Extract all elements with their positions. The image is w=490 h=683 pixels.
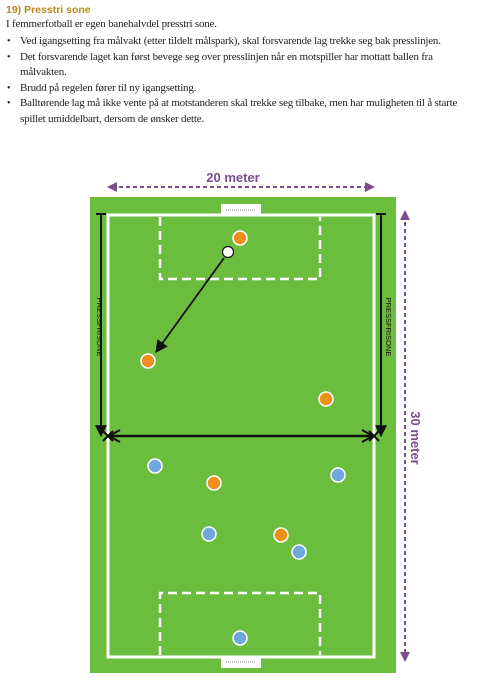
orange-player [232,230,248,246]
orange-player [206,475,222,491]
rule-item: Balltørende lag må ikke vente på at mots… [6,96,476,127]
zone-label-right: PRESSFRISONE [384,298,393,357]
orange-player [140,353,156,369]
ball [221,245,235,259]
top-penalty-area [158,217,322,281]
orange-player [318,391,334,407]
orange-player [273,527,289,543]
width-label: 20 meter [206,170,259,185]
rule-item: Ved igangsetting fra målvakt (etter tild… [6,34,476,50]
intro-text: I femmerfotball er egen banehalvdel pres… [6,18,217,30]
blue-player [232,630,248,646]
zone-label-left: PRESSFRISONE [95,298,104,357]
length-label: 30 meter [408,411,423,464]
rule-item: Det forsvarende laget kan først bevege s… [6,50,476,81]
blue-player [291,544,307,560]
pass-arrow [155,257,225,354]
blue-player [147,458,163,474]
bottom-penalty-area [158,591,322,655]
rule-list: Ved igangsetting fra målvakt (etter tild… [6,34,476,127]
press-line-left-x [102,430,114,442]
blue-player [330,467,346,483]
press-line-right-x [368,430,380,442]
rule-item: Brudd på regelen fører til ny igangsetti… [6,81,476,97]
rule-title: 19) Presstri sone [6,4,91,16]
blue-player [201,526,217,542]
